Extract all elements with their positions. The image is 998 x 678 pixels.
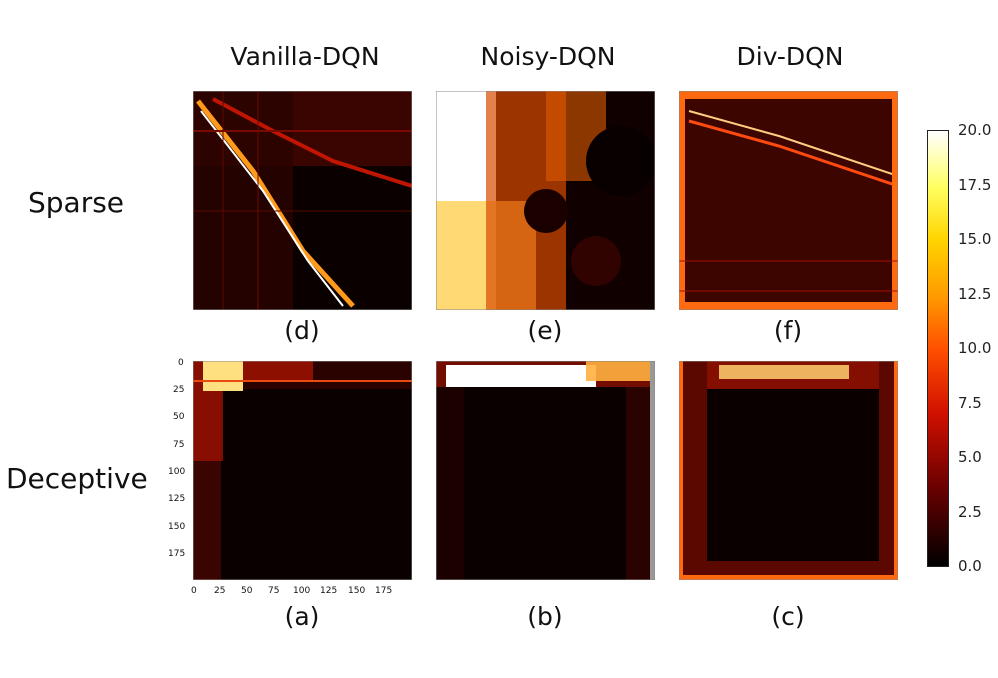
panel-label-a: (a) [284,602,320,631]
y-tick: 25 [173,385,185,395]
panel-label-b: (b) [527,602,563,631]
x-tick: 150 [348,586,366,596]
colorbar-tick: 12.5 [958,285,992,303]
heatmap-noisy-sparse [436,91,655,310]
panel-label-c: (c) [771,602,805,631]
colorbar-tick: 17.5 [958,176,992,194]
y-tick: 75 [173,440,185,450]
x-tick: 75 [268,586,280,596]
heatmap-noisy-deceptive [436,361,655,580]
column-title-div: Div-DQN [736,42,844,71]
heatmap-vanilla-deceptive [193,361,412,580]
row-title-sparse: Sparse [28,186,125,219]
colorbar-tick: 7.5 [958,394,982,412]
colorbar [927,130,949,567]
panel-label-d: (d) [284,316,320,345]
y-tick: 100 [168,467,186,477]
row-title-deceptive: Deceptive [6,462,148,495]
colorbar-tick: 15.0 [958,230,992,248]
y-tick: 50 [173,412,185,422]
x-tick: 125 [320,586,338,596]
x-tick: 50 [241,586,253,596]
colorbar-tick: 5.0 [958,448,982,466]
colorbar-tick: 20.0 [958,121,992,139]
colorbar-tick: 2.5 [958,503,982,521]
column-title-noisy: Noisy-DQN [480,42,616,71]
y-tick: 125 [168,494,186,504]
panel-label-f: (f) [773,316,803,345]
colorbar-tick: 0.0 [958,557,982,575]
heatmap-div-sparse [679,91,898,310]
x-tick: 100 [293,586,311,596]
heatmap-vanilla-sparse [193,91,412,310]
y-tick: 0 [178,358,184,368]
panel-label-e: (e) [527,316,563,345]
y-tick: 175 [168,549,186,559]
x-tick: 175 [375,586,393,596]
x-tick: 0 [191,586,197,596]
x-tick: 25 [214,586,226,596]
heatmap-div-deceptive [679,361,898,580]
column-title-vanilla: Vanilla-DQN [230,42,380,71]
colorbar-tick: 10.0 [958,339,992,357]
y-tick: 150 [168,522,186,532]
